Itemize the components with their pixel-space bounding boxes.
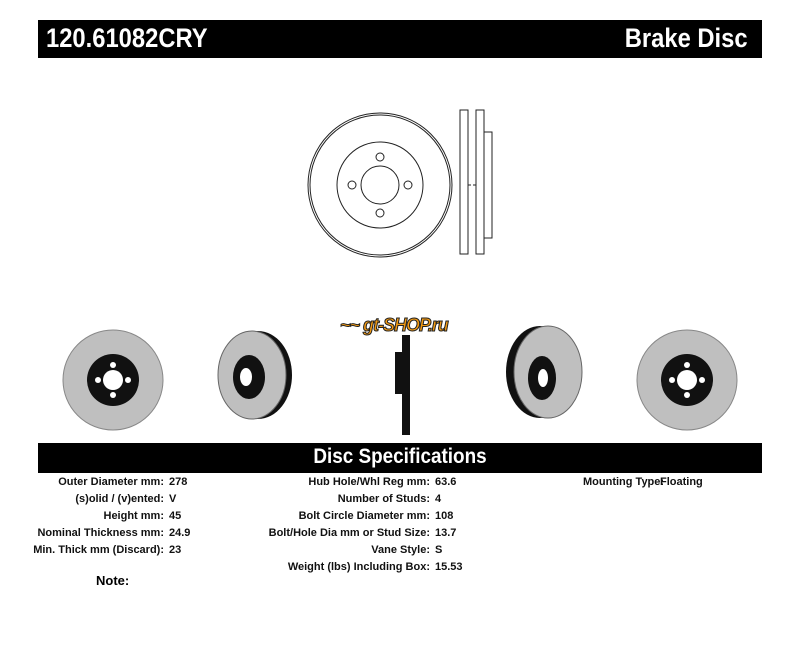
spec-value: S: [435, 544, 443, 556]
spec-label: Weight (lbs) Including Box:: [287, 561, 430, 573]
spec-value: 23: [169, 544, 182, 556]
page-title: Brake Disc: [625, 23, 748, 53]
spec-label: Hub Hole/Whl Reg mm:: [308, 476, 430, 488]
spec-label: Number of Studs:: [337, 493, 430, 505]
spec-value: 13.7: [435, 527, 457, 539]
side-view-drawing: [459, 109, 493, 255]
spec-label: Min. Thick mm (Discard):: [33, 544, 164, 556]
part-number: 120.61082CRY: [46, 23, 208, 53]
note-label: Note:: [96, 573, 130, 588]
disc-photo-1: [62, 329, 164, 431]
front-view-drawing: [307, 112, 453, 258]
watermark-logo: ~~ gt-SHOP.ru: [340, 315, 450, 336]
spec-label: Vane Style:: [371, 544, 430, 556]
spec-value: 24.9: [169, 527, 191, 539]
spec-value: Floating: [660, 476, 703, 488]
spec-value: V: [169, 493, 177, 505]
disc-photo-3: [395, 335, 410, 435]
spec-label: Nominal Thickness mm:: [37, 527, 164, 539]
spec-value: 108: [435, 510, 454, 522]
spec-label: Bolt/Hole Dia mm or Stud Size:: [268, 527, 430, 539]
header-bar: 120.61082CRY Brake Disc: [38, 20, 762, 58]
spec-label: Outer Diameter mm:: [58, 476, 164, 488]
specs-title: Disc Specifications: [313, 445, 487, 468]
spec-label: (s)olid / (v)ented:: [75, 493, 164, 505]
spec-label: Mounting Type:: [583, 476, 665, 488]
spec-label: Height mm:: [103, 510, 165, 522]
disc-photo-5: [636, 329, 738, 431]
disc-photo-4: [506, 325, 583, 419]
specs-bar: Disc Specifications: [38, 443, 762, 473]
spec-label: Bolt Circle Diameter mm:: [298, 510, 430, 522]
spec-value: 45: [169, 510, 182, 522]
disc-drawings: [62, 109, 738, 435]
spec-value: 278: [169, 476, 188, 488]
spec-value: 63.6: [435, 476, 457, 488]
spec-value: 4: [435, 493, 442, 505]
spec-value: 15.53: [435, 561, 463, 573]
disc-photo-2: [217, 330, 292, 420]
